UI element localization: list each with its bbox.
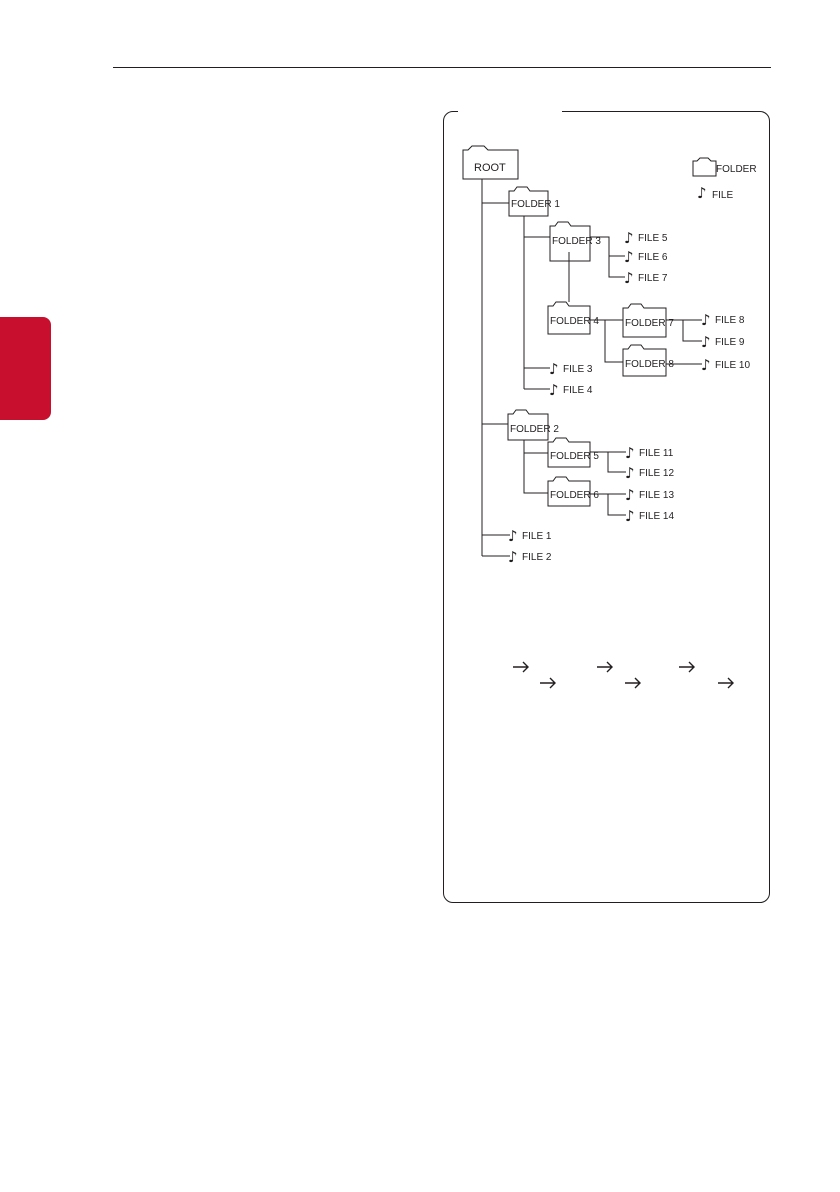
folder-label: FOLDER 6 bbox=[550, 490, 599, 501]
music-note-icon: ♪ bbox=[624, 248, 634, 266]
folder-label: FOLDER 2 bbox=[510, 424, 559, 435]
music-note-icon: ♪ bbox=[508, 527, 518, 545]
arrow-right-icon bbox=[625, 678, 640, 688]
file-label: FILE 13 bbox=[639, 490, 674, 501]
file-label: FILE 8 bbox=[715, 315, 745, 326]
music-note-icon: ♪ bbox=[549, 360, 559, 378]
arrow-right-icon bbox=[718, 678, 733, 688]
music-note-icon: ♪ bbox=[549, 381, 559, 399]
file-label: FILE 14 bbox=[639, 511, 674, 522]
folder-icon-folder-4: FOLDER 4 bbox=[548, 302, 599, 334]
music-note-icon: ♪ bbox=[625, 507, 635, 525]
music-note-icon: ♪ bbox=[508, 548, 518, 566]
music-note-icon: ♪ bbox=[624, 269, 634, 287]
sequence-arrows bbox=[513, 662, 733, 688]
music-note-icon: ♪ bbox=[625, 464, 635, 482]
file-label: FILE 9 bbox=[715, 337, 745, 348]
folder-icon-folder-3: FOLDER 3 bbox=[550, 222, 601, 261]
music-note-icon: ♪ bbox=[624, 229, 634, 247]
legend: FOLDER ♪ FILE bbox=[693, 158, 757, 202]
music-note-icon: ♪ bbox=[701, 333, 711, 351]
arrow-right-icon bbox=[513, 662, 528, 672]
file-label: FILE 2 bbox=[522, 552, 552, 563]
folder-label: FOLDER 4 bbox=[550, 316, 599, 327]
folder-label: FOLDER 3 bbox=[552, 236, 601, 247]
folder-label: FOLDER 5 bbox=[550, 451, 599, 462]
legend-file-label: FILE bbox=[712, 190, 733, 201]
music-note-icon: ♪ bbox=[625, 444, 635, 462]
arrow-right-icon bbox=[597, 662, 612, 672]
root-label: ROOT bbox=[474, 162, 506, 174]
file-label: FILE 4 bbox=[563, 385, 593, 396]
arrow-right-icon bbox=[540, 678, 555, 688]
folder-icon bbox=[693, 158, 716, 176]
folder-icon-folder-8: FOLDER 8 bbox=[623, 345, 674, 376]
folder-icon-folder-6: FOLDER 6 bbox=[548, 477, 599, 506]
music-note-icon: ♪ bbox=[625, 486, 635, 504]
music-note-icon: ♪ bbox=[697, 184, 707, 202]
legend-folder-label: FOLDER bbox=[716, 164, 757, 175]
folder-label: FOLDER 1 bbox=[511, 199, 560, 210]
file-entries: ♪ FILE 5 ♪ FILE 6 ♪ FILE 7 ♪ FILE 8 ♪ FI… bbox=[508, 229, 750, 566]
arrow-right-icon bbox=[679, 662, 694, 672]
file-label: FILE 10 bbox=[715, 360, 750, 371]
file-label: FILE 12 bbox=[639, 468, 674, 479]
file-label: FILE 1 bbox=[522, 531, 552, 542]
folder-icon-root: ROOT bbox=[463, 146, 518, 179]
music-note-icon: ♪ bbox=[701, 311, 711, 329]
file-label: FILE 3 bbox=[563, 364, 593, 375]
music-note-icon: ♪ bbox=[701, 356, 711, 374]
folder-icon-folder-2: FOLDER 2 bbox=[508, 410, 559, 440]
file-label: FILE 6 bbox=[638, 252, 668, 263]
file-label: FILE 7 bbox=[638, 273, 668, 284]
file-label: FILE 5 bbox=[638, 233, 668, 244]
folder-icon-folder-1: FOLDER 1 bbox=[509, 187, 560, 216]
file-label: FILE 11 bbox=[639, 448, 674, 459]
